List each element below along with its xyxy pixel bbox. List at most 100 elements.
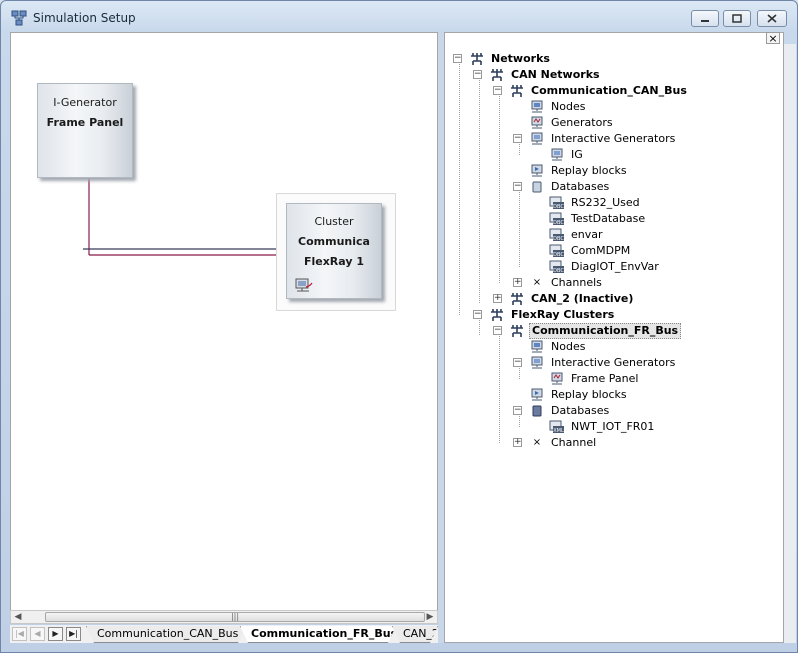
replay-icon (531, 164, 543, 177)
tree-node-nodes[interactable]: Nodes (513, 99, 753, 115)
tab-communication-can-bus[interactable]: Communication_CAN_Bus (86, 626, 246, 643)
tab-communication-fr-bus[interactable]: Communication_FR_Bus (240, 626, 396, 643)
next-tab-button[interactable]: ▶ (48, 627, 63, 641)
collapse-toggle-icon[interactable]: − (453, 53, 462, 63)
prev-tab-button[interactable]: ◀ (30, 627, 45, 641)
collapse-toggle-icon[interactable]: − (493, 85, 502, 95)
tree-node-replay-blocks[interactable]: Replay blocks (513, 387, 753, 403)
i-generator-node[interactable]: I-Generator Frame Panel (37, 83, 133, 178)
tree-label: TestDatabase (571, 212, 646, 225)
scroll-left-arrow-icon[interactable]: ◀ (14, 612, 22, 622)
svg-text:XML: XML (553, 428, 564, 434)
node-channel-label: FlexRay 1 (303, 255, 365, 268)
tree-node-databases[interactable]: − Databases (513, 179, 753, 195)
tree-node-nodes[interactable]: Nodes (513, 339, 753, 355)
dbc-file-icon: DBC (549, 196, 564, 210)
tree-node-database-file[interactable]: DBC ComMDPM (533, 243, 753, 259)
tree-node-interactive-generators[interactable]: − Interactive Generators (513, 355, 753, 371)
first-tab-button[interactable]: |◀ (12, 627, 27, 641)
tree-node-database-file[interactable]: DBC DiagIOT_EnvVar (533, 259, 753, 275)
tree-node-ig[interactable]: IG (533, 147, 753, 163)
tree-node-frame-panel[interactable]: Frame Panel (533, 371, 753, 387)
database-icon (532, 181, 542, 193)
close-button[interactable] (757, 10, 787, 27)
tree-label: Nodes (551, 340, 586, 353)
connection-wires (83, 178, 286, 256)
bus-icon (511, 325, 523, 337)
tree-node-interactive-generators[interactable]: − Interactive Generators (513, 131, 753, 147)
channel-icon: × (532, 277, 542, 288)
tree-label: Nodes (551, 100, 586, 113)
tree-connector-lines (459, 64, 520, 443)
scrollbar-thumb[interactable]: ||| (45, 612, 425, 622)
simulation-canvas[interactable]: I-Generator Frame Panel Cluster Communic… (10, 32, 438, 611)
scroll-right-arrow-icon[interactable]: ▶ (426, 612, 434, 622)
tree-label: DiagIOT_EnvVar (571, 260, 659, 273)
panel-vertical-scrollbar[interactable] (784, 44, 796, 643)
tree-node-flexray-clusters[interactable]: − FlexRay Clusters (473, 307, 753, 323)
tree-label: Channel (551, 436, 597, 449)
tree-label: CAN_2 (Inactive) (531, 292, 634, 305)
tree-label: Generators (551, 116, 613, 129)
tree-node-communication-can-bus[interactable]: − Communication_CAN_Bus (493, 83, 753, 99)
svg-text:DBC: DBC (553, 268, 564, 274)
flexray-cluster-node[interactable]: Cluster Communica FlexRay 1 (286, 203, 382, 299)
node-type-label: Cluster (314, 215, 354, 228)
frame-panel-icon (551, 372, 563, 385)
xml-file-icon: XML (549, 420, 564, 434)
interactive-generator-icon (531, 132, 543, 145)
collapse-toggle-icon[interactable]: − (513, 181, 522, 191)
tree-node-communication-fr-bus[interactable]: − Communication_FR_Bus (493, 323, 753, 339)
tree-node-database-file[interactable]: XML NWT_IOT_FR01 (533, 419, 753, 435)
collapse-toggle-icon[interactable]: − (473, 309, 482, 319)
computer-node-icon (531, 340, 543, 353)
tree-label: envar (571, 228, 603, 241)
tree-label: RS232_Used (571, 196, 640, 209)
tree-label: Databases (551, 180, 610, 193)
collapse-toggle-icon[interactable]: − (493, 325, 502, 335)
title-bar[interactable]: Simulation Setup (1, 1, 797, 33)
tree-node-database-file[interactable]: DBC TestDatabase (533, 211, 753, 227)
tree-label: Interactive Generators (551, 356, 676, 369)
tree-node-can-networks[interactable]: − CAN Networks (473, 67, 753, 83)
tree-node-database-file[interactable]: DBC envar (533, 227, 753, 243)
tree-node-networks[interactable]: − Networks (453, 51, 753, 67)
expand-toggle-icon[interactable]: + (513, 437, 522, 447)
tree-label: Databases (551, 404, 610, 417)
tree-label: Frame Panel (571, 372, 639, 385)
panel-close-icon[interactable]: × (766, 32, 780, 44)
tree-node-generators[interactable]: Generators (513, 115, 753, 131)
last-tab-button[interactable]: ▶| (66, 627, 81, 641)
collapse-toggle-icon[interactable]: − (473, 69, 482, 79)
tree-label: IG (571, 148, 583, 161)
network-tree-icon (471, 53, 483, 65)
expand-toggle-icon[interactable]: + (513, 277, 522, 287)
bus-icon (511, 85, 523, 97)
tree-label: CAN Networks (511, 68, 600, 81)
svg-text:DBC: DBC (553, 252, 564, 258)
tree-node-channel[interactable]: + × Channel (513, 435, 753, 451)
generator-icon (531, 116, 543, 129)
network-tree-icon (491, 309, 503, 321)
collapse-toggle-icon[interactable]: − (513, 405, 522, 415)
tree-label: FlexRay Clusters (511, 308, 615, 321)
svg-text:DBC: DBC (553, 236, 564, 242)
dbc-file-icon: DBC (549, 244, 564, 258)
tab-can-2[interactable]: CAN_2 (392, 626, 438, 643)
node-name-label: Frame Panel (46, 116, 124, 129)
tree-node-replay-blocks[interactable]: Replay blocks (513, 163, 753, 179)
channel-icon: × (532, 437, 542, 448)
tree-node-database-file[interactable]: DBC RS232_Used (533, 195, 753, 211)
panel-splitter[interactable] (438, 32, 444, 643)
canvas-horizontal-scrollbar[interactable]: ◀ ||| ▶ (10, 610, 438, 624)
minimize-button[interactable] (691, 10, 719, 27)
maximize-button[interactable] (723, 10, 751, 27)
tree-node-databases[interactable]: − Databases (513, 403, 753, 419)
tree-node-can-2[interactable]: + CAN_2 (Inactive) (493, 291, 753, 307)
svg-text:DBC: DBC (553, 204, 564, 210)
collapse-toggle-icon[interactable]: − (513, 357, 522, 367)
tree-node-channels[interactable]: + × Channels (513, 275, 753, 291)
expand-toggle-icon[interactable]: + (493, 293, 502, 303)
collapse-toggle-icon[interactable]: − (513, 133, 522, 143)
maximize-icon (732, 14, 742, 23)
